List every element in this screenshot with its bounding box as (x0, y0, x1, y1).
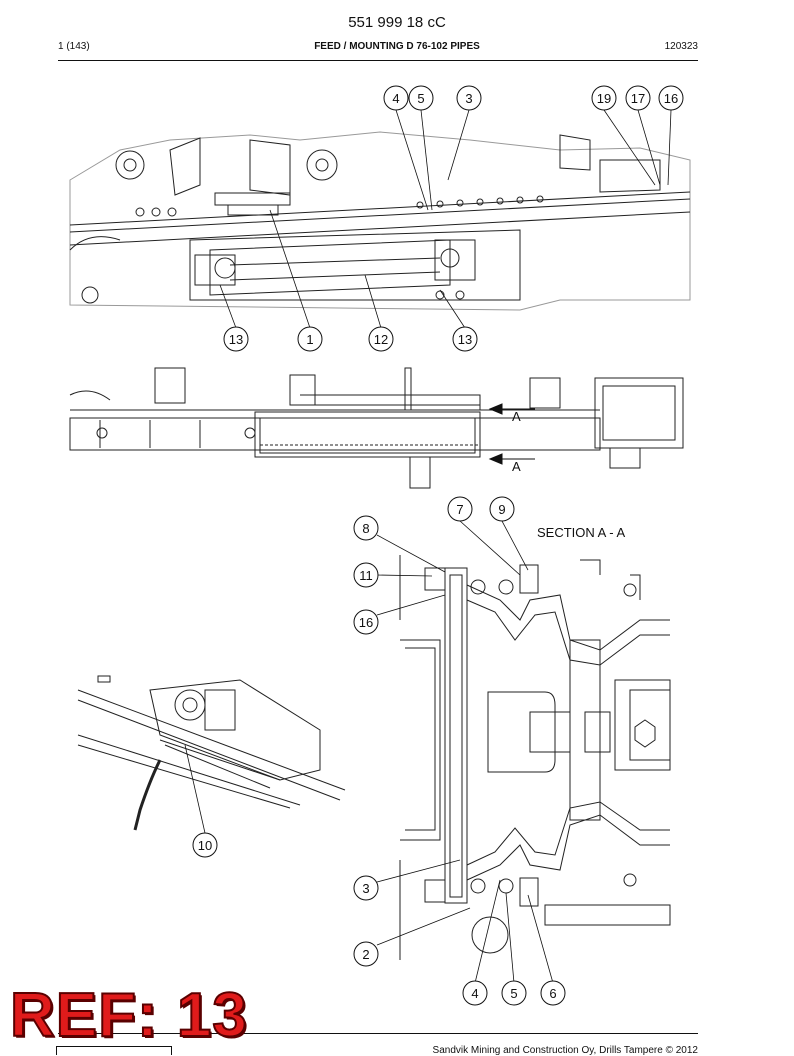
arrow-label-upper: A (512, 409, 521, 424)
cable-detail-view (77, 675, 346, 831)
callout-4-section: 4 (471, 986, 478, 1001)
callout-16-top: 16 (664, 91, 678, 106)
callout-19: 19 (597, 91, 611, 106)
feed-side-view (69, 367, 684, 489)
feed-perspective-view (69, 131, 691, 311)
callout-10: 10 (198, 838, 212, 853)
callout-3-top: 3 (465, 91, 472, 106)
callout-9: 9 (498, 502, 505, 517)
section-a-a-view (399, 555, 671, 960)
section-title: FEED / MOUNTING D 76-102 PIPES (314, 41, 480, 52)
document-number: 551 999 18 cC (348, 14, 446, 31)
callout-8: 8 (362, 521, 369, 536)
footer-rule (58, 1033, 698, 1034)
callout-6: 6 (549, 986, 556, 1001)
callout-5-top: 5 (417, 91, 424, 106)
callout-16-section: 16 (359, 615, 373, 630)
page-number: 1 (143) (58, 41, 90, 52)
callout-12: 12 (374, 332, 388, 347)
ref-stamp: REF: 13 (9, 980, 248, 1051)
date-code: 120323 (664, 41, 698, 52)
callout-1: 1 (306, 332, 313, 347)
arrow-label-lower: A (512, 459, 521, 474)
callout-7: 7 (456, 502, 463, 517)
section-arrows (488, 403, 535, 465)
callout-4-top: 4 (392, 91, 399, 106)
callout-13-left: 13 (229, 332, 243, 347)
callout-11: 11 (359, 568, 373, 583)
section-label: SECTION A - A (537, 525, 625, 540)
callout-2: 2 (362, 947, 369, 962)
header-rule (58, 60, 698, 61)
callout-13-right: 13 (458, 332, 472, 347)
callout-17: 17 (631, 91, 645, 106)
leader-lines (184, 109, 672, 984)
callout-circles (192, 85, 684, 1006)
callout-5-section: 5 (510, 986, 517, 1001)
footer-copyright: Sandvik Mining and Construction Oy, Dril… (432, 1045, 698, 1056)
brand-logo-strip (56, 1046, 172, 1055)
callout-3-section: 3 (362, 881, 369, 896)
